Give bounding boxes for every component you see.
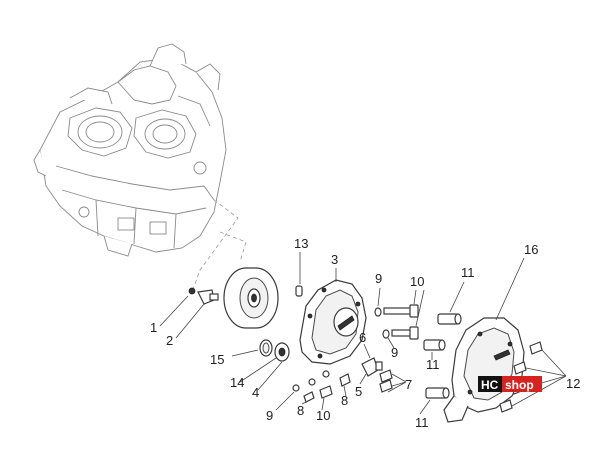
callout-10-upper: 10 (410, 274, 424, 289)
assembly-line-b (219, 231, 247, 263)
hc-shop-logo: HC shop (478, 376, 542, 392)
callout-6: 6 (359, 330, 366, 345)
callout-7: 7 (405, 377, 412, 392)
callout-9-lower: 9 (266, 408, 273, 423)
callout-1: 1 (150, 320, 157, 335)
fasteners-lower (275, 370, 351, 411)
bolts-middle (374, 287, 425, 349)
part-16-outer-cover (443, 257, 525, 423)
callout-12: 12 (566, 376, 580, 391)
callout-11-lower: 11 (415, 415, 429, 430)
callout-4: 4 (252, 385, 259, 400)
part-11-bushings (419, 281, 465, 415)
callout-3: 3 (331, 252, 338, 267)
callout-8-lower: 8 (297, 403, 304, 418)
rotor-flywheel (223, 267, 279, 329)
part-1-screw (159, 287, 196, 327)
callout-14: 14 (230, 375, 244, 390)
callout-9-upper: 9 (375, 271, 382, 286)
callout-2: 2 (166, 333, 173, 348)
part-15-o-ring (231, 339, 273, 357)
logo-hc-text: HC (481, 378, 499, 392)
callout-11-upper: 11 (461, 265, 475, 280)
part-14-seal (239, 342, 290, 383)
part-4-bearing (257, 361, 283, 391)
callout-15: 15 (210, 352, 224, 367)
part-7-leaders (387, 373, 407, 393)
callout-11-middle: 11 (426, 357, 440, 372)
callout-16: 16 (524, 242, 538, 257)
callout-5: 5 (355, 384, 362, 399)
engine-block (33, 43, 227, 257)
part-2-sensor (175, 289, 219, 339)
part-13-pin (295, 252, 303, 297)
callout-10-lower: 10 (316, 408, 330, 423)
part-5-6-fitting (359, 343, 393, 393)
assembly-line-a (191, 199, 239, 293)
callout-8-right: 8 (341, 393, 348, 408)
logo-shop-text: shop (505, 378, 534, 392)
part-3-generator-cover (299, 268, 367, 365)
callout-13: 13 (294, 236, 308, 251)
callout-9-middle: 9 (391, 345, 398, 360)
callout-labels: 1 2 3 4 5 6 7 8 8 9 9 9 10 10 11 11 11 1… (150, 236, 580, 430)
